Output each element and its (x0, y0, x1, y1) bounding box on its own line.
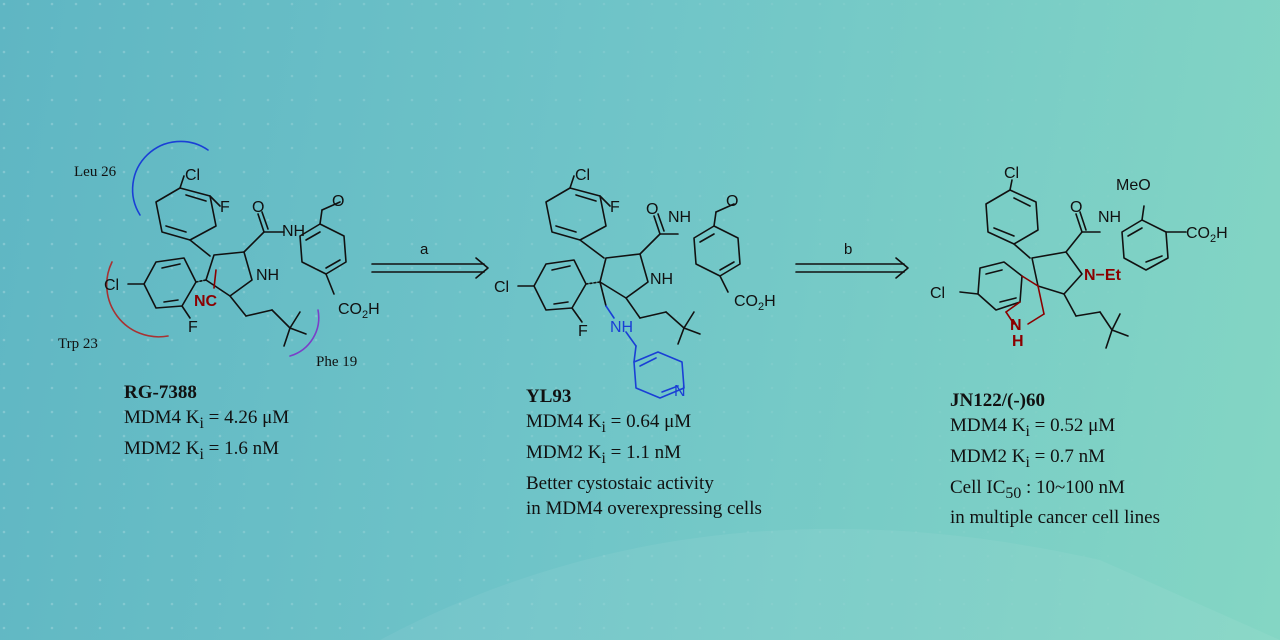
indoline-h-label: H (1012, 333, 1024, 350)
mdm4-ki: MDM4 Ki = 0.52 μM (950, 415, 1116, 440)
arrow-a-label: a (420, 241, 429, 258)
o-label-1: O (252, 199, 264, 216)
residue-leu26: Leu 26 (74, 164, 117, 180)
f-label-4: F (578, 323, 588, 340)
mdm2-ki: MDM2 Ki = 1.6 nM (124, 437, 279, 463)
nh-label-5: NH (1098, 209, 1121, 226)
co2h-label-2: CO2H (734, 293, 776, 313)
leu26-arc (131, 140, 209, 216)
residue-phe19: Phe 19 (316, 354, 357, 370)
caption-rg-7388: RG-7388 MDM4 Ki = 4.26 μM MDM2 Ki = 1.6 … (124, 380, 289, 467)
ring-right (299, 223, 347, 275)
pyrrolidine (205, 251, 253, 297)
nitrile-label: NC (194, 293, 218, 310)
nh-label-2: NH (256, 267, 279, 284)
mdm2-ki: MDM2 Ki = 0.7 nM (950, 445, 1105, 471)
cl-label-3: Cl (575, 167, 590, 184)
cl-label-1: Cl (185, 167, 200, 184)
compound-name: JN122/(-)60 (950, 390, 1045, 411)
o-label-5: O (1070, 199, 1082, 216)
co2h-label-3: CO2H (1186, 225, 1228, 245)
compound-name: RG-7388 (124, 382, 197, 403)
trp23-arc (105, 261, 169, 338)
o-label-4: O (726, 193, 738, 210)
cell-ic50: Cell IC50 : 10~100 nM (950, 476, 1125, 502)
mdm2-ki: MDM2 Ki = 1.1 nM (526, 441, 681, 467)
o-label-3: O (646, 201, 658, 218)
amine-nh-label: NH (610, 319, 633, 336)
compound-name: YL93 (526, 386, 572, 407)
arrow-b-label: b (844, 241, 852, 258)
mdm4-ki: MDM4 Ki = 0.64 μM (526, 411, 692, 436)
structure-rg-7388: Cl F O NH NH O Cl F NC CO2H Leu 26 Trp 2… (58, 140, 380, 370)
n-et-label: N−Et (1084, 267, 1122, 284)
f-label-3: F (610, 199, 620, 216)
cl-label-4: Cl (494, 279, 509, 296)
pyridine-n-label: N (674, 383, 686, 400)
nh-label-1: NH (282, 223, 305, 240)
structure-jn122: Cl O NH MeO CO2H N−Et Cl N H (930, 165, 1228, 350)
structure-yl93: Cl F O NH NH O Cl F NH N CO2H (494, 167, 776, 400)
co2h-label-1: CO2H (338, 301, 380, 321)
activity-note-1: Better cystostaic activity (526, 472, 714, 494)
mdm4-ki: MDM4 Ki = 4.26 μM (124, 407, 290, 432)
phe19-arc (289, 309, 320, 357)
caption-jn122: JN122/(-)60 MDM4 Ki = 0.52 μM MDM2 Ki = … (950, 388, 1160, 530)
o-label-2: O (332, 193, 344, 210)
meo-label: MeO (1116, 177, 1151, 194)
cell-lines-note: in multiple cancer cell lines (950, 507, 1160, 529)
cl-label-2: Cl (104, 277, 119, 294)
cl-label-5: Cl (1004, 165, 1019, 182)
nh-label-4: NH (650, 271, 673, 288)
cl-label-6: Cl (930, 285, 945, 302)
f-label-2: F (188, 319, 198, 336)
nh-label-3: NH (668, 209, 691, 226)
caption-yl93: YL93 MDM4 Ki = 0.64 μM MDM2 Ki = 1.1 nM … (526, 384, 762, 521)
residue-trp23: Trp 23 (58, 336, 98, 352)
reaction-arrow-a: a (371, 241, 489, 279)
f-label-1: F (220, 199, 230, 216)
reaction-arrow-b: b (795, 241, 909, 279)
indoline-n-label: N (1010, 317, 1022, 334)
activity-note-2: in MDM4 overexpressing cells (526, 497, 762, 519)
